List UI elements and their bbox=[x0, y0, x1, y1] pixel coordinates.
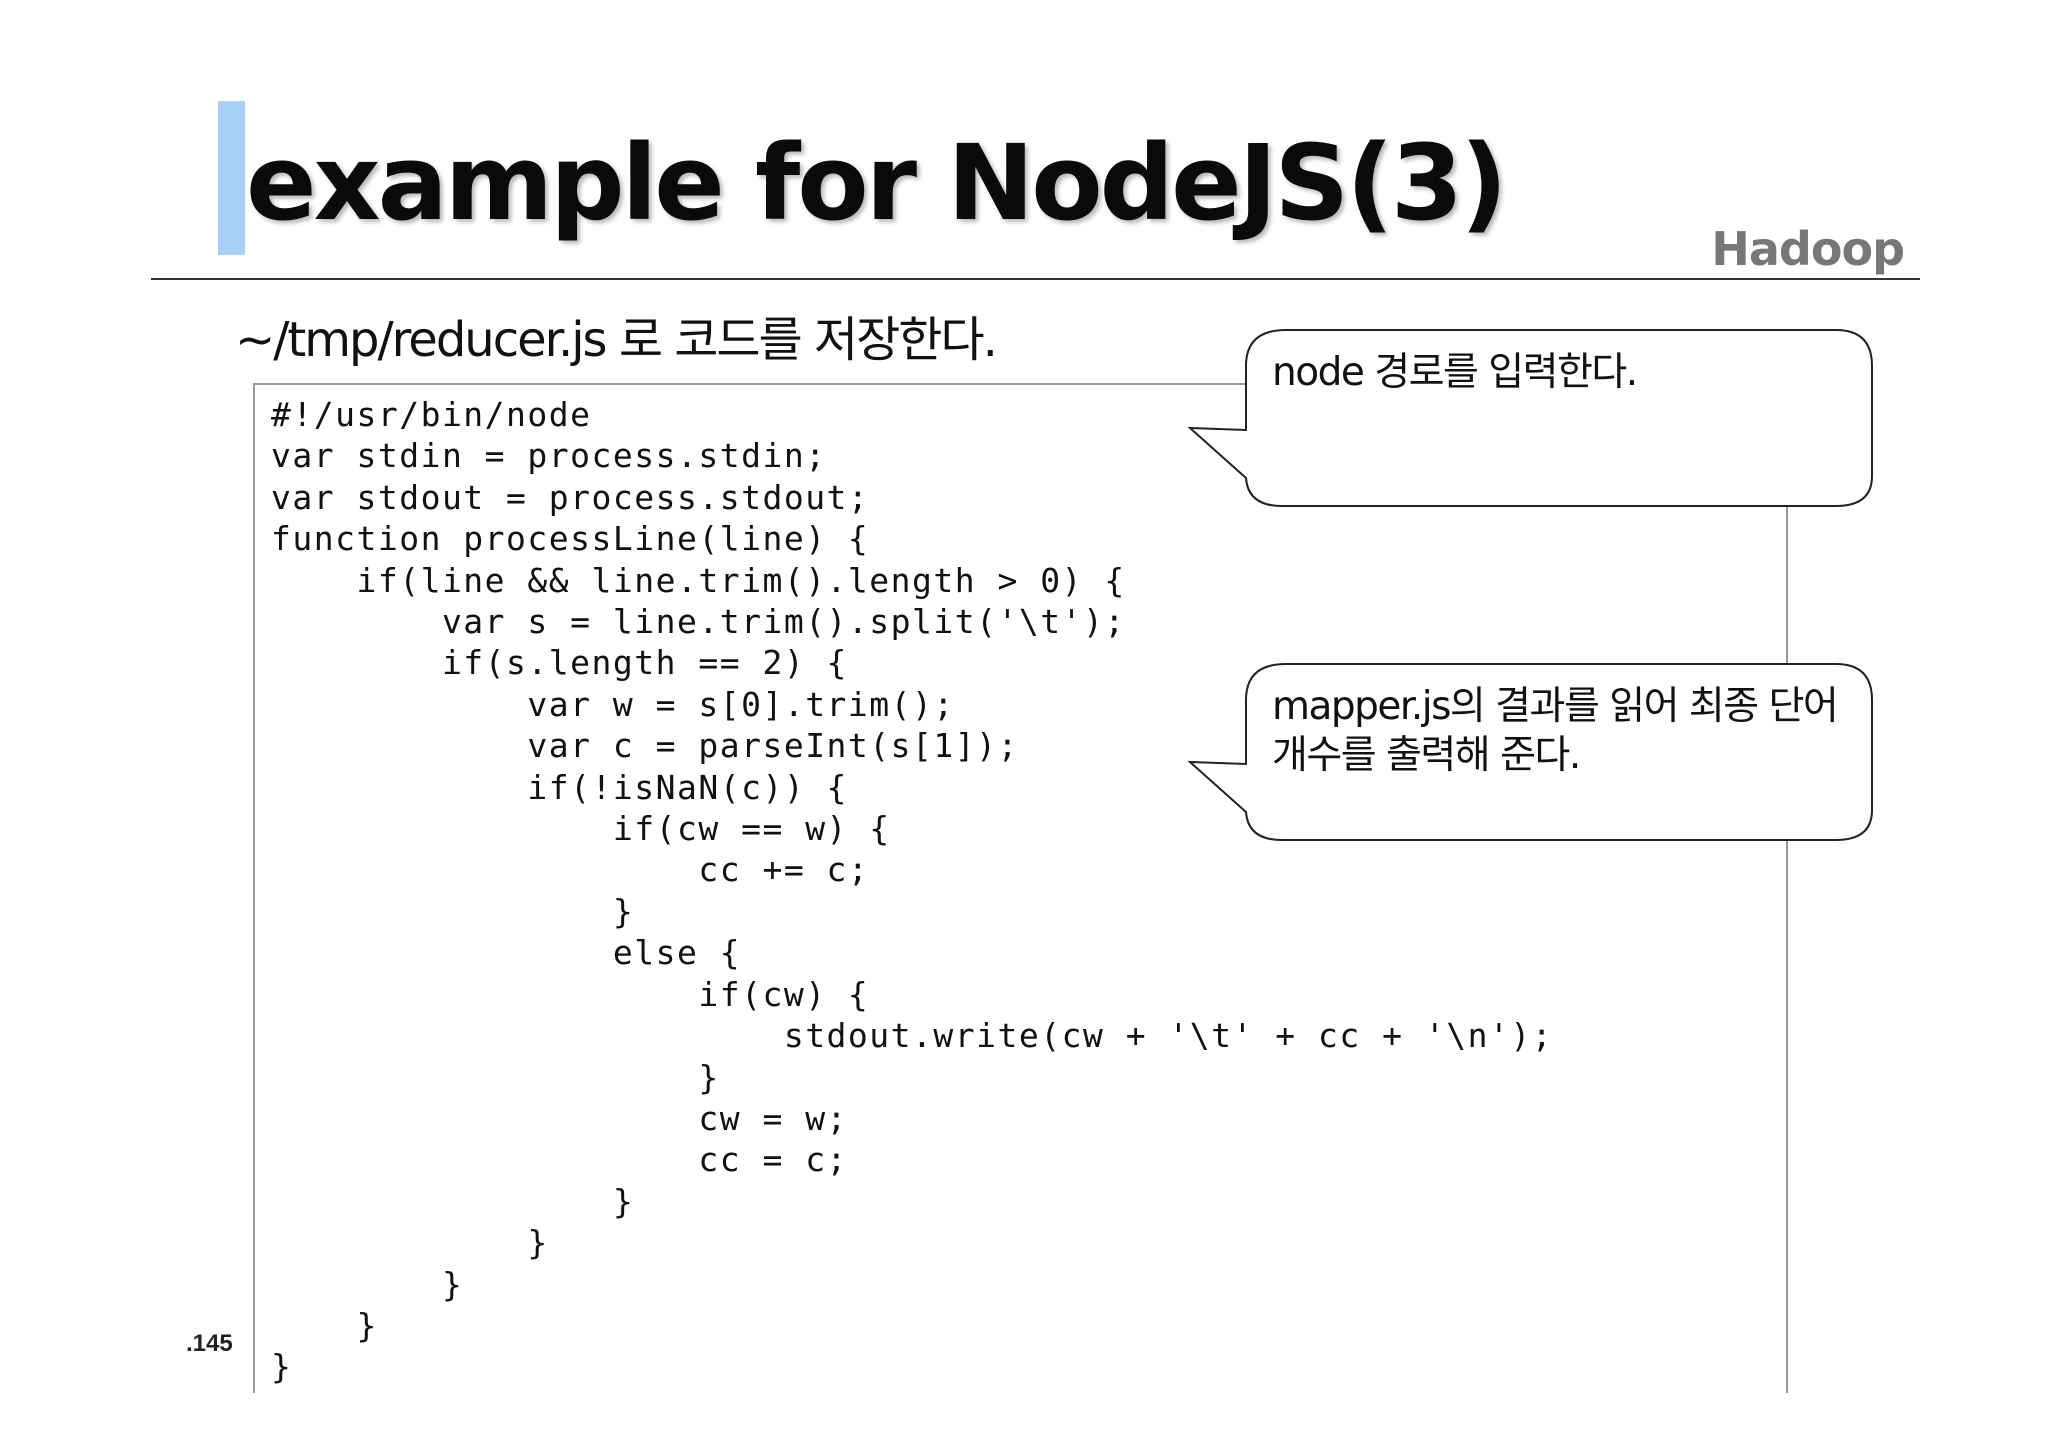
code-line: var stdout = process.stdout; bbox=[271, 477, 870, 517]
code-line: if(cw) { bbox=[271, 974, 870, 1014]
code-line: else { bbox=[271, 933, 742, 973]
code-line: if(cw == w) { bbox=[271, 809, 891, 849]
code-line: } bbox=[271, 1057, 720, 1097]
header-divider bbox=[151, 278, 1920, 280]
code-line: if(!isNaN(c)) { bbox=[271, 767, 848, 807]
title-accent-bar bbox=[218, 101, 245, 255]
code-line: stdout.write(cw + '\t' + cc + '\n'); bbox=[271, 1016, 1554, 1056]
code-line: } bbox=[271, 1181, 635, 1221]
code-line: var w = s[0].trim(); bbox=[271, 684, 955, 724]
code-line: function processLine(line) { bbox=[271, 519, 870, 559]
code-line: var stdin = process.stdin; bbox=[271, 436, 827, 476]
code-line: if(line && line.trim().length > 0) { bbox=[271, 560, 1126, 600]
speech-bubble-icon bbox=[1187, 329, 1873, 507]
code-line: } bbox=[271, 1223, 549, 1263]
code-block: #!/usr/bin/node var stdin = process.stdi… bbox=[271, 394, 1553, 1388]
code-line: var c = parseInt(s[1]); bbox=[271, 726, 1019, 766]
subtitle: ~/tmp/reducer.js 로 코드를 저장한다. bbox=[235, 312, 998, 368]
code-line: cc += c; bbox=[271, 850, 870, 890]
code-line: } bbox=[271, 1264, 464, 1304]
code-line: if(s.length == 2) { bbox=[271, 643, 848, 683]
code-line: } bbox=[271, 891, 635, 931]
speech-bubble-icon bbox=[1187, 663, 1873, 841]
callout-node-path: node 경로를 입력한다. bbox=[1186, 328, 1876, 518]
code-line: #!/usr/bin/node bbox=[271, 395, 592, 434]
code-line: cc = c; bbox=[271, 1140, 848, 1180]
code-line: } bbox=[271, 1347, 293, 1387]
code-frame bbox=[253, 383, 1788, 1393]
brand-label: Hadoop bbox=[1711, 222, 1905, 276]
callout-mapper-result: mapper.js의 결과를 읽어 최종 단어 개수를 출력해 준다. bbox=[1186, 662, 1876, 852]
callout-text: node 경로를 입력한다. bbox=[1272, 350, 1638, 395]
page-title: example for NodeJS(3) bbox=[246, 122, 1508, 244]
code-line: cw = w; bbox=[271, 1098, 848, 1138]
page-number: .145 bbox=[186, 1330, 233, 1357]
code-line: } bbox=[271, 1305, 378, 1345]
callout-text: mapper.js의 결과를 읽어 최종 단어 개수를 출력해 준다. bbox=[1272, 684, 1839, 778]
code-line: var s = line.trim().split('\t'); bbox=[271, 602, 1126, 642]
